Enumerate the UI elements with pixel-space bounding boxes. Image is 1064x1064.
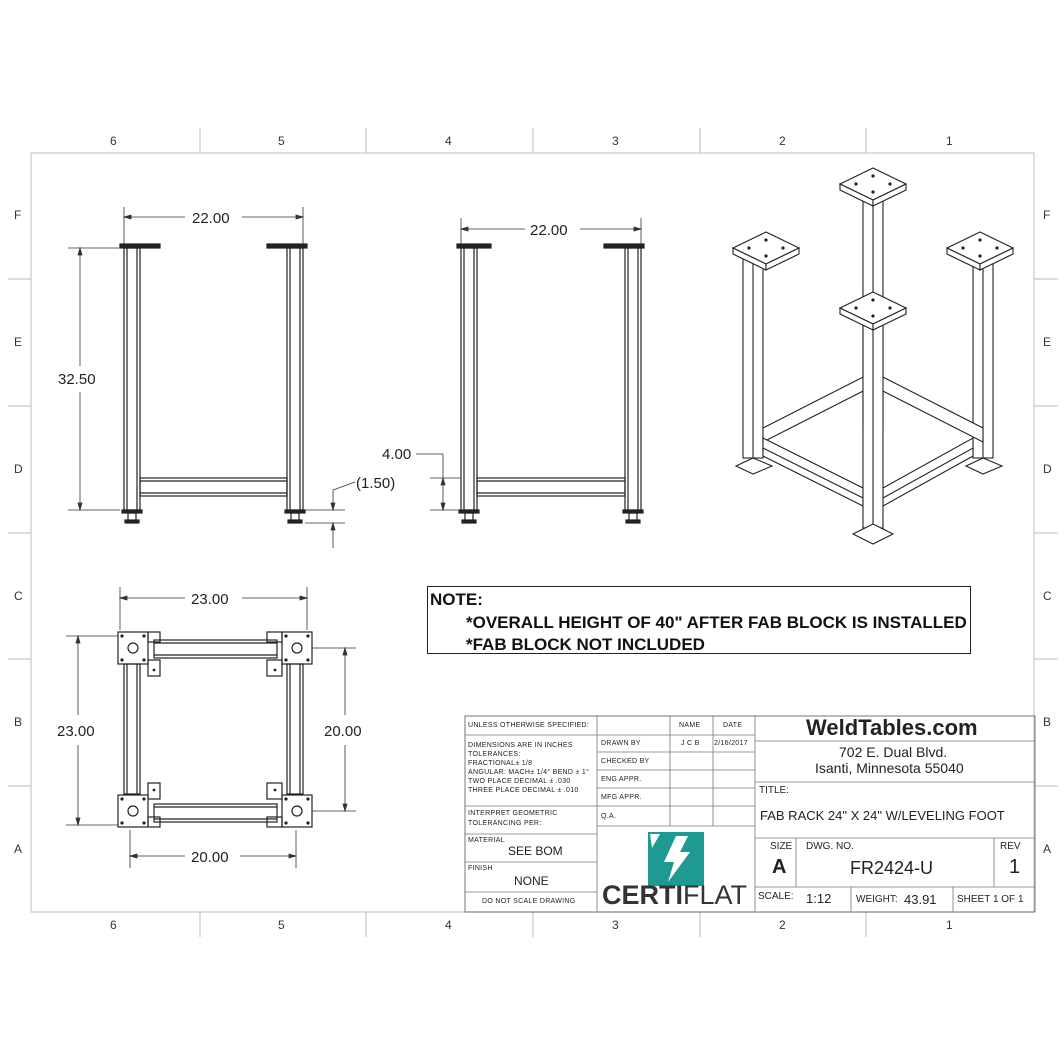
weight-value: 43.91 (904, 892, 937, 907)
do-not-scale: DO NOT SCALE DRAWING (482, 898, 576, 905)
side-dims (305, 218, 643, 548)
dim-foot-adjust: (1.50) (356, 475, 395, 492)
zone-row-label: F (1043, 208, 1050, 222)
dims-in-inches: DIMENSIONS ARE IN INCHES (468, 742, 573, 749)
tolerance-fractional: FRACTIONAL± 1/8 (468, 760, 533, 767)
zone-col-label: 1 (946, 134, 953, 148)
zone-labels: 6 5 4 3 2 1 6 5 4 3 2 1 F E D C B A F E … (14, 134, 1052, 932)
address-line-2: Isanti, Minnesota 55040 (815, 760, 964, 776)
note-header: NOTE: (430, 590, 483, 609)
zone-col-label: 2 (779, 134, 786, 148)
zone-row-label: C (14, 589, 23, 603)
zone-row-label: B (14, 715, 22, 729)
dwg-no-label: DWG. NO. (806, 841, 854, 852)
material-label: MATERIAL (468, 837, 505, 844)
isometric-bolts (747, 174, 999, 318)
unless-specified: UNLESS OTHERWISE SPECIFIED: (468, 722, 590, 729)
dim-top-width-inner: 20.00 (191, 849, 229, 866)
scale-label: SCALE: (758, 891, 794, 902)
drawing-title: FAB RACK 24" X 24" W/LEVELING FOOT (760, 808, 1005, 823)
rev-value: 1 (1009, 856, 1021, 878)
zone-col-label: 4 (445, 918, 452, 932)
zone-row-label: D (14, 462, 23, 476)
zone-row-label: D (1043, 462, 1052, 476)
zone-row-label: E (1043, 335, 1051, 349)
sheet-label: SHEET 1 OF 1 (957, 894, 1024, 905)
address-line-1: 702 E. Dual Blvd. (839, 744, 948, 760)
finish-label: FINISH (468, 865, 493, 872)
note-line: *FAB BLOCK NOT INCLUDED (466, 635, 705, 654)
zone-col-label: 2 (779, 918, 786, 932)
tolerance-angular: ANGULAR: MACH± 1/4° BEND ± 1° (468, 769, 590, 776)
size-value: A (772, 856, 787, 878)
interpret-geometric: INTERPRET GEOMETRIC (468, 810, 558, 817)
zone-col-label: 5 (278, 918, 285, 932)
qa-label: Q.A. (601, 813, 617, 820)
zone-col-label: 6 (110, 134, 117, 148)
col-name: NAME (679, 722, 701, 729)
tolerance-three-place: THREE PLACE DECIMAL ± .010 (468, 787, 579, 794)
dim-top-depth-outer: 23.00 (57, 723, 95, 740)
company-name: WeldTables.com (806, 715, 978, 740)
zone-col-label: 3 (612, 134, 619, 148)
logo-text-flat: FLAT (683, 880, 748, 910)
top-view (117, 631, 313, 828)
title-label: TITLE: (759, 785, 790, 796)
top-view-bolts (120, 634, 310, 825)
dim-rail-height: 4.00 (382, 446, 411, 463)
dwg-no-value: FR2424-U (850, 858, 934, 878)
dim-side-width: 22.00 (530, 222, 568, 239)
note-line: *OVERALL HEIGHT OF 40" AFTER FAB BLOCK I… (466, 613, 967, 632)
certiflat-logo-text: CERTIFLAT (602, 880, 747, 911)
material-value: SEE BOM (508, 844, 563, 858)
note-box: NOTE: *OVERALL HEIGHT OF 40" AFTER FAB B… (427, 586, 971, 654)
zone-row-label: A (14, 842, 22, 856)
zone-row-label: F (14, 208, 21, 222)
top-dims (66, 587, 356, 868)
finish-value: NONE (514, 874, 549, 888)
zone-col-label: 6 (110, 918, 117, 932)
eng-appr-label: ENG APPR. (601, 776, 642, 783)
weight-label: WEIGHT: (856, 894, 898, 905)
zone-col-label: 4 (445, 134, 452, 148)
dim-front-width: 22.00 (192, 210, 230, 227)
drawn-by-date: 2/16/2017 (714, 740, 748, 747)
tolerance-two-place: TWO PLACE DECIMAL ± .030 (468, 778, 571, 785)
certiflat-logo-mark (648, 832, 704, 886)
scale-value: 1:12 (806, 891, 832, 906)
drawn-by-name: J C B (681, 740, 700, 747)
checked-by-label: CHECKED BY (601, 758, 650, 765)
logo-text-certi: CERTI (602, 880, 683, 910)
zone-col-label: 3 (612, 918, 619, 932)
zone-row-label: E (14, 335, 22, 349)
col-date: DATE (723, 722, 743, 729)
tolerancing-per: TOLERANCING PER: (468, 820, 542, 827)
isometric-view (731, 167, 1015, 545)
zone-row-label: B (1043, 715, 1051, 729)
dim-top-depth-inner: 20.00 (324, 723, 362, 740)
front-view (119, 243, 308, 524)
zone-row-label: C (1043, 589, 1052, 603)
dim-top-width-outer: 23.00 (191, 591, 229, 608)
rev-label: REV (1000, 841, 1021, 852)
zone-col-label: 5 (278, 134, 285, 148)
dim-front-height: 32.50 (58, 371, 96, 388)
front-dims (68, 207, 305, 512)
tolerances-label: TOLERANCES: (468, 751, 521, 758)
zone-row-label: A (1043, 842, 1051, 856)
size-label: SIZE (770, 841, 793, 852)
title-block-grid (464, 715, 1036, 913)
zone-col-label: 1 (946, 918, 953, 932)
side-view (456, 243, 645, 524)
drawn-by-label: DRAWN BY (601, 740, 641, 747)
mfg-appr-label: MFG APPR. (601, 794, 642, 801)
